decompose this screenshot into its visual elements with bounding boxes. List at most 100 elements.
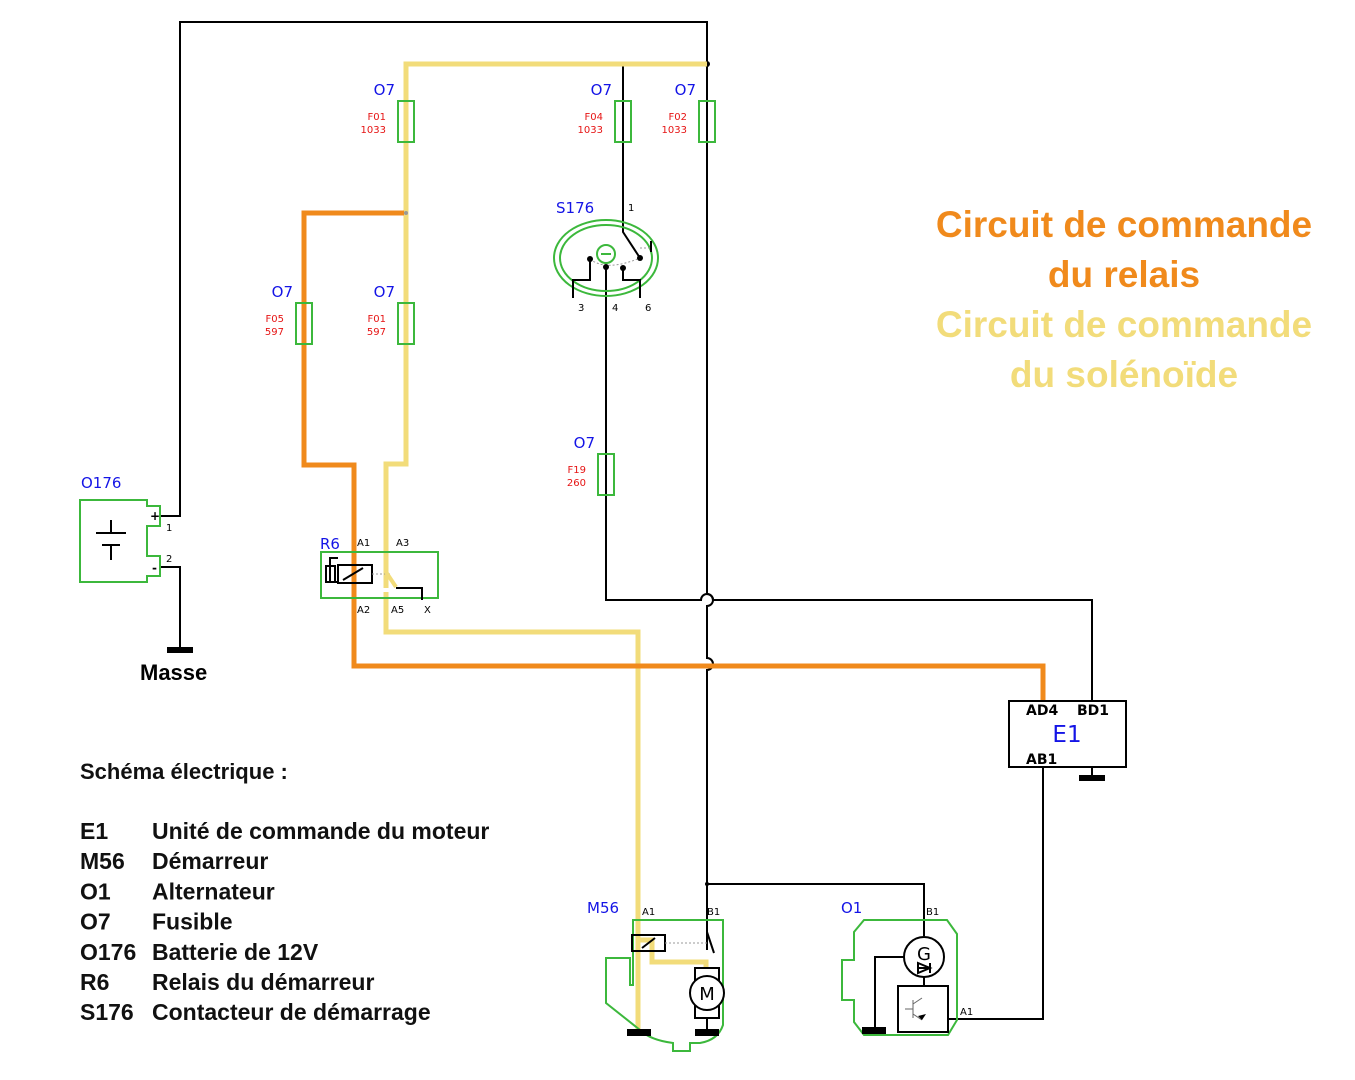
alternator-outline	[841, 919, 958, 1036]
battery-pin-2: 2	[166, 554, 172, 565]
junction-dot	[404, 211, 408, 215]
relay-outline	[320, 551, 439, 599]
alternator-ground	[862, 1027, 886, 1034]
junction-dot	[705, 882, 709, 886]
relay-pin-a5: A5	[391, 605, 404, 616]
fuse-code: F01	[368, 112, 386, 123]
wire-relay-circuit	[301, 210, 1046, 701]
legend-title: Schéma électrique :	[80, 759, 288, 784]
legend: Schéma électrique : E1 Unité de commande …	[80, 759, 489, 1025]
legend-code: E1	[80, 818, 108, 844]
fuse-code: F19	[568, 465, 586, 476]
engine-control-unit-e1[interactable]: AD4 BD1 E1 AB1	[1008, 700, 1127, 781]
generator-symbol: G	[917, 944, 931, 965]
alternator-o1[interactable]: O1 G B1 A1	[841, 899, 973, 1036]
ground-label: Masse	[140, 660, 207, 685]
fuse-label: O7	[374, 81, 395, 99]
ecu-pin-ad4: AD4	[1026, 703, 1058, 719]
fuse-label: O7	[374, 283, 395, 301]
legend-description: Contacteur de démarrage	[152, 999, 431, 1025]
fuse-rating: 597	[265, 327, 284, 338]
wire-f04-switch	[622, 64, 641, 259]
starter-motor-m56[interactable]: M56 M A1 B1	[587, 899, 725, 1052]
motor-symbol: M	[699, 984, 715, 1005]
alternator-pin-b1: B1	[926, 907, 939, 918]
regulator-box	[897, 985, 949, 1033]
fuse-icon	[597, 453, 615, 496]
fuse-label: O7	[591, 81, 612, 99]
starter-relay-r6[interactable]: R6 A1 A3 A2 A5 X	[320, 535, 439, 616]
black-wires	[160, 21, 1093, 1020]
fuses: O7F011033O7F041033O7F021033O7F05597O7F01…	[265, 81, 716, 496]
ecu-box	[1008, 700, 1127, 768]
solenoid-circuit-title-line2: du solénoïde	[1010, 354, 1238, 395]
wire-solenoid-internal	[638, 937, 709, 968]
fuse-icon	[614, 100, 632, 143]
ignition-switch-s176[interactable]: S176 1 3 4 6	[553, 199, 659, 314]
wire-battery-positive	[160, 21, 708, 517]
wire-battery-negative	[160, 566, 181, 648]
legend-item: O7 Fusible	[80, 909, 233, 935]
ecu-pin-bd1: BD1	[1077, 703, 1109, 719]
legend-code: O7	[80, 909, 111, 935]
relay-pin-a1: A1	[357, 538, 370, 549]
transistor-icon	[905, 997, 926, 1021]
starter-pin-b1: B1	[707, 907, 720, 918]
legend-description: Démarreur	[152, 848, 268, 874]
wire-switch-ecu	[605, 268, 1093, 701]
legend-description: Alternateur	[152, 878, 275, 904]
legend-code: S176	[80, 999, 134, 1025]
circuit-titles: Circuit de commande du relais Circuit de…	[936, 204, 1312, 395]
legend-description: Unité de commande du moteur	[152, 818, 489, 844]
battery-minus-terminal: -	[152, 561, 157, 575]
switch-inner-ring	[559, 224, 653, 292]
legend-item: O1 Alternateur	[80, 878, 275, 904]
legend-item: O176 Batterie de 12V	[80, 939, 319, 965]
switch-label: S176	[556, 199, 594, 217]
switch-pin-4: 4	[612, 303, 618, 314]
ecu-ground-symbol	[1079, 775, 1105, 781]
legend-description: Batterie de 12V	[152, 939, 319, 965]
starter-pin-a1: A1	[642, 907, 655, 918]
wire-ecu-alternator	[948, 767, 1044, 1020]
battery-label: O176	[81, 474, 121, 492]
switch-pin-3: 3	[578, 303, 584, 314]
legend-code: R6	[80, 969, 109, 995]
solenoid-circuit-title-line1: Circuit de commande	[936, 304, 1312, 345]
fuse-icon	[397, 302, 415, 345]
relay-circuit-title-line2: du relais	[1048, 254, 1200, 295]
fuse-code: F04	[585, 112, 603, 123]
legend-code: O1	[80, 878, 111, 904]
switch-outer-ring	[553, 219, 659, 297]
fuse-rating: 597	[367, 327, 386, 338]
starter-ground-right	[695, 1029, 719, 1036]
fuse-rating: 1033	[578, 125, 603, 136]
legend-item: E1 Unité de commande du moteur	[80, 818, 489, 844]
switch-key-icon	[596, 244, 616, 264]
alternator-pin-a1: A1	[960, 1007, 973, 1018]
battery-o176[interactable]: O176 + - 1 2	[79, 474, 172, 583]
legend-code: O176	[80, 939, 136, 965]
motor-icon	[689, 975, 725, 1011]
fuse-icon	[397, 100, 415, 143]
relay-pin-a2: A2	[357, 605, 370, 616]
fuse-rating: 1033	[361, 125, 386, 136]
fuse-label: O7	[675, 81, 696, 99]
legend-description: Relais du démarreur	[152, 969, 374, 995]
legend-item: M56 Démarreur	[80, 848, 268, 874]
legend-description: Fusible	[152, 909, 233, 935]
starter-label: M56	[587, 899, 619, 917]
legend-code: M56	[80, 848, 125, 874]
ecu-pin-ab1: AB1	[1026, 752, 1057, 768]
relay-pin-x: X	[424, 605, 431, 616]
battery-outline	[79, 499, 161, 583]
wire-alternator-b1	[707, 883, 925, 936]
diode-icon	[917, 961, 933, 975]
